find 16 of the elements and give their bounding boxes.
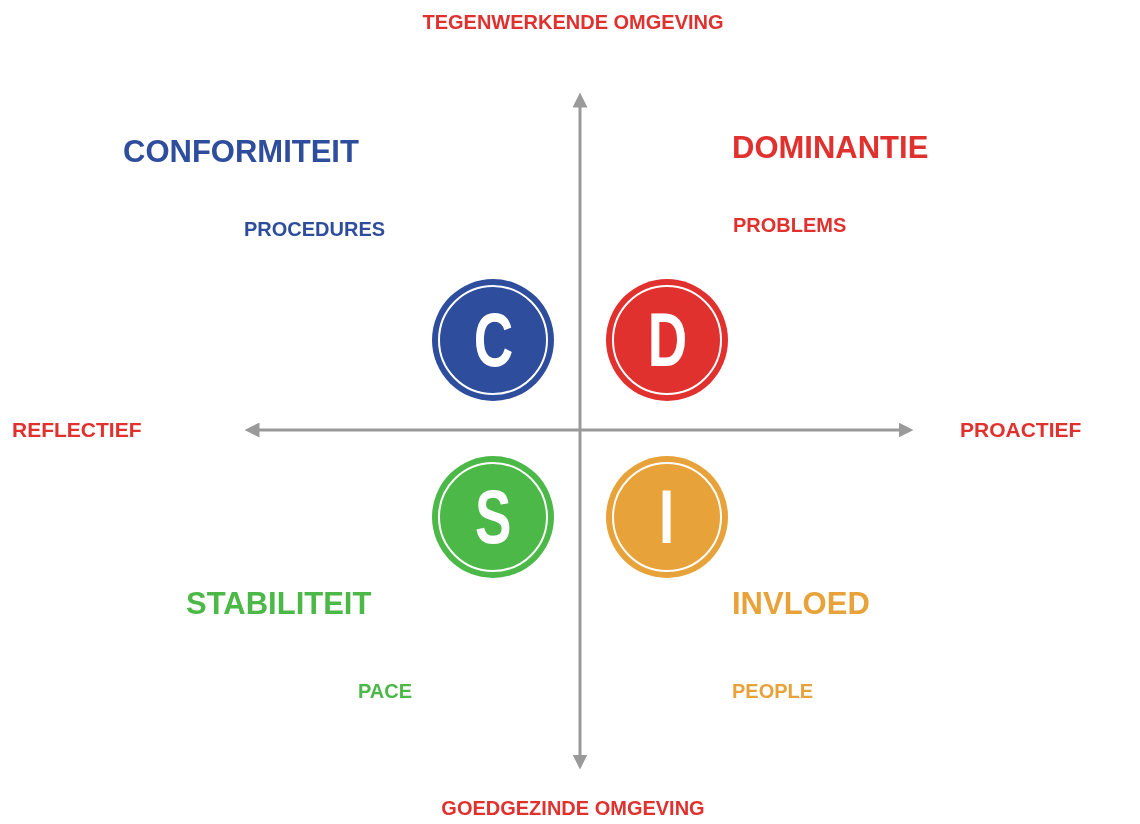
quadrant-heading: DOMINANTIE [732, 130, 929, 166]
quadrant-heading: CONFORMITEIT [123, 134, 359, 170]
axis-label: PROACTIEF [960, 418, 1082, 442]
quadrant-heading: STABILITEIT [186, 586, 372, 622]
quadrant-heading: INVLOED [732, 586, 870, 622]
axis-label: REFLECTIEF [12, 418, 142, 442]
axis-label: TEGENWERKENDE OMGEVING [422, 11, 724, 33]
letter-circle: I [605, 455, 729, 579]
quadrant-subheading: PROBLEMS [733, 214, 847, 236]
quadrant-subheading: PEOPLE [732, 680, 814, 702]
letter-circle: C [431, 278, 555, 402]
letter-circle: D [605, 278, 729, 402]
quadrant-subheading: PACE [358, 680, 413, 702]
axis-label: GOEDGEZINDE OMGEVING [441, 797, 705, 819]
quadrant-subheading: PROCEDURES [244, 218, 386, 240]
letter-circle: S [431, 455, 555, 579]
